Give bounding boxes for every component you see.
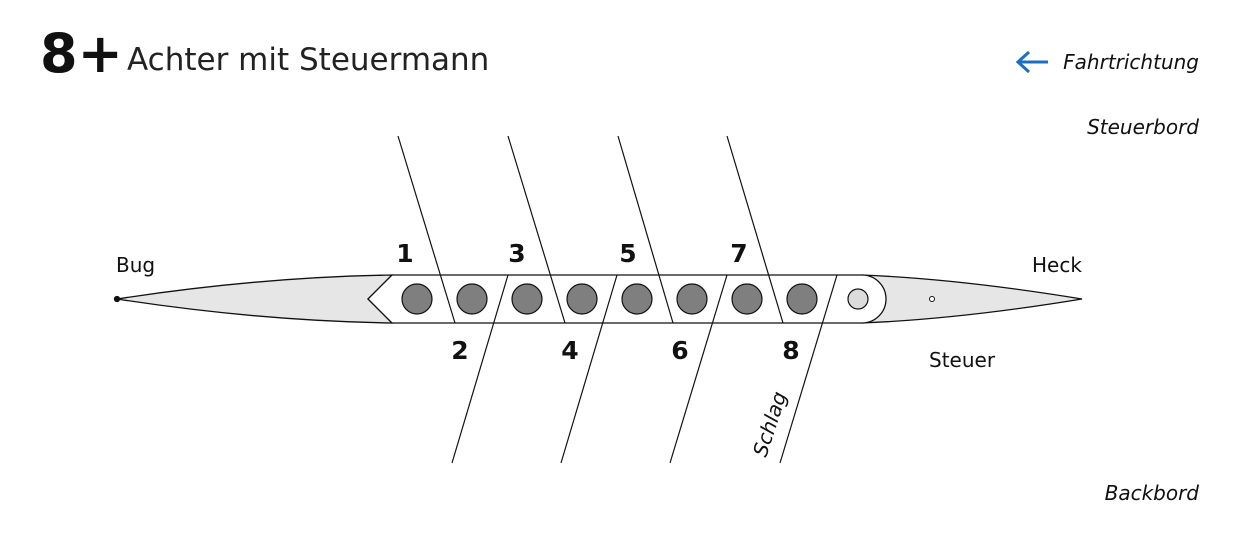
bow-deck: [116, 274, 394, 324]
seat-number-2: 2: [451, 336, 468, 365]
boat-class-code: 8+: [40, 22, 123, 85]
oar-3: [507, 135, 566, 324]
direction-label: Fahrtrichtung: [1063, 50, 1199, 74]
seat-number-1: 1: [396, 239, 413, 268]
rudder-point: [929, 296, 935, 302]
oar-1: [397, 135, 456, 324]
oar-2: [451, 274, 509, 464]
seat-number-7: 7: [730, 239, 747, 268]
arrow-left-icon: [1015, 50, 1048, 74]
stern-label: Heck: [1032, 253, 1082, 277]
page-title: Achter mit Steuermann: [127, 42, 489, 78]
cox-label: Steuer: [929, 348, 996, 372]
bow-label: Bug: [116, 253, 155, 277]
seat-number-3: 3: [508, 239, 525, 268]
rower-seat-3: [511, 283, 543, 315]
rower-seat-5: [621, 283, 653, 315]
oars: [397, 135, 838, 464]
oar-4: [560, 274, 618, 464]
port-label: Backbord: [1105, 481, 1200, 505]
rower-seats: [401, 283, 818, 315]
stern-deck: [861, 274, 1083, 324]
rower-seat-1: [401, 283, 433, 315]
seat-number-5: 5: [619, 239, 636, 268]
oar-8: [779, 274, 838, 464]
oar-5: [617, 135, 674, 324]
rower-seat-7: [731, 283, 763, 315]
oar-7: [726, 135, 784, 324]
rower-seat-4: [566, 283, 598, 315]
hull: [113, 274, 1083, 324]
rower-seat-8: [786, 283, 818, 315]
starboard-label: Steuerbord: [1087, 115, 1199, 139]
bow-ball: [113, 295, 121, 303]
rower-seat-2: [456, 283, 488, 315]
oar-6: [669, 274, 728, 464]
seat-number-6: 6: [671, 336, 688, 365]
seat-number-8: 8: [782, 336, 799, 365]
rower-seat-6: [676, 283, 708, 315]
cox-seat: [847, 288, 869, 310]
seat-number-4: 4: [561, 336, 578, 365]
